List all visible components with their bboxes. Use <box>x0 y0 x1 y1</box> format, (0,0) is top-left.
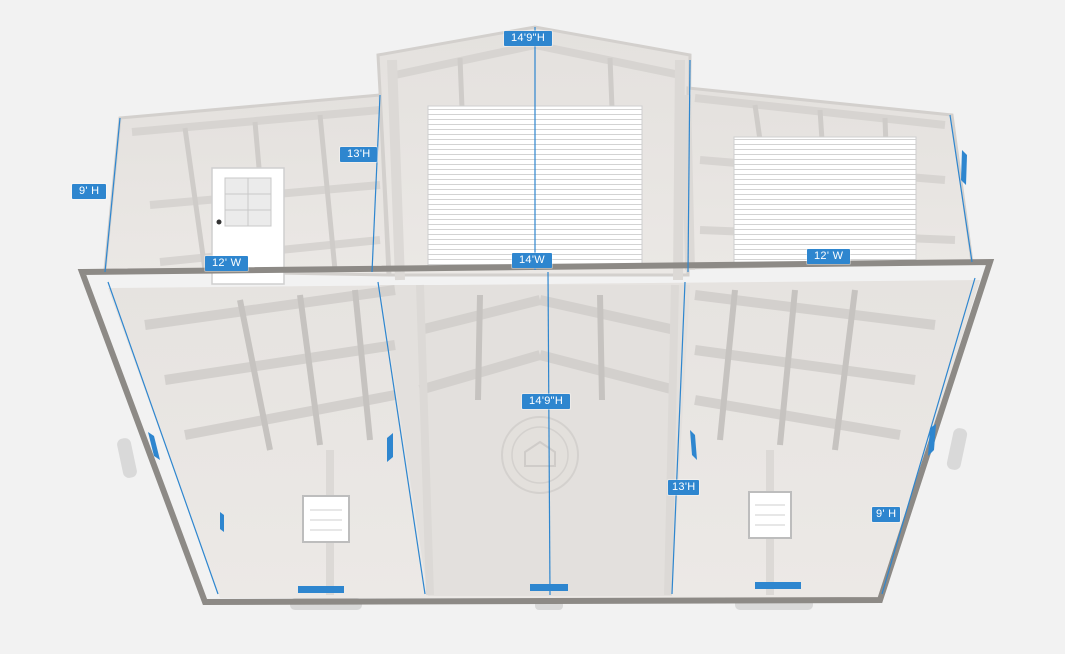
floor-logo-seal-icon <box>501 416 579 494</box>
center-width-label[interactable]: 14'W <box>512 253 552 268</box>
left-wall-height-label[interactable]: 9' H <box>72 184 107 199</box>
back-posts <box>387 59 695 281</box>
door-knob-icon <box>216 219 222 225</box>
dimension-markers <box>148 150 967 593</box>
center-wall-height-label[interactable]: 13'H <box>340 147 378 162</box>
right-rollup-door[interactable] <box>733 136 917 264</box>
right-wall-height-label[interactable]: 9' H <box>872 507 901 522</box>
lower-truss-grid <box>144 284 936 596</box>
inner-height-label[interactable]: 14'9"H <box>522 394 571 409</box>
right-window[interactable] <box>748 491 792 539</box>
left-window[interactable] <box>302 495 350 543</box>
lower-center-height-label[interactable]: 13'H <box>668 480 700 495</box>
outer-frame <box>77 258 995 606</box>
right-width-label[interactable]: 12' W <box>807 249 851 264</box>
dimension-lines <box>104 27 976 596</box>
left-width-label[interactable]: 12' W <box>205 256 249 271</box>
top-height-label[interactable]: 14'9"H <box>504 31 553 46</box>
